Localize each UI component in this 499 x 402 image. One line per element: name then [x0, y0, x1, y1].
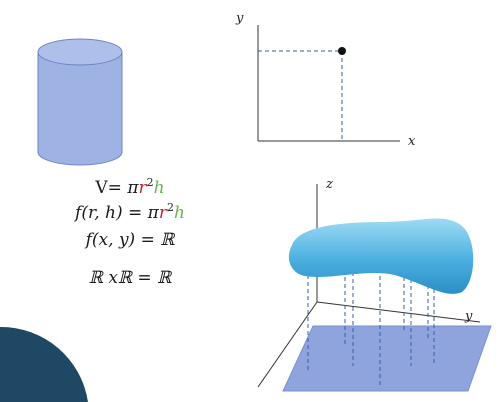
cylinder-shape	[37, 38, 123, 166]
cylinder-top	[37, 38, 123, 66]
plot-3d-y-axis	[316, 301, 481, 323]
pi-symbol: π	[147, 203, 159, 223]
plot-3d-y-label: y	[464, 309, 473, 324]
function-rh-equation: f(r, h) = πr2h	[0, 201, 260, 223]
exponent: 2	[167, 201, 174, 214]
plot-3d-x-axis	[257, 301, 318, 388]
plot-3d-z-label: z	[325, 177, 333, 192]
plot-2d: y x	[235, 11, 416, 149]
radius-variable: r	[138, 178, 147, 198]
volume-lhs: V=	[95, 178, 128, 198]
plot-2d-x-label: x	[408, 134, 416, 149]
exponent: 2	[146, 176, 154, 189]
plot-2d-y-label: y	[235, 11, 244, 26]
cylinder-body	[37, 52, 123, 166]
radius-variable: r	[158, 203, 167, 223]
height-variable: h	[153, 178, 165, 198]
function-xy-equation: f(x, y) = ℝ	[85, 230, 175, 250]
plot-3d-base-plane	[282, 325, 492, 392]
plot-3d-surface	[288, 218, 474, 294]
plot-3d: z y	[257, 177, 492, 392]
volume-equation: V= πr2h	[0, 176, 260, 198]
height-variable: h	[174, 203, 185, 223]
plot-2d-point	[338, 47, 346, 55]
function-rh-lhs: f(r, h) =	[75, 203, 148, 223]
pi-symbol: π	[127, 178, 139, 198]
corner-decoration	[0, 326, 88, 402]
product-equation: ℝ xℝ = ℝ	[88, 268, 172, 288]
